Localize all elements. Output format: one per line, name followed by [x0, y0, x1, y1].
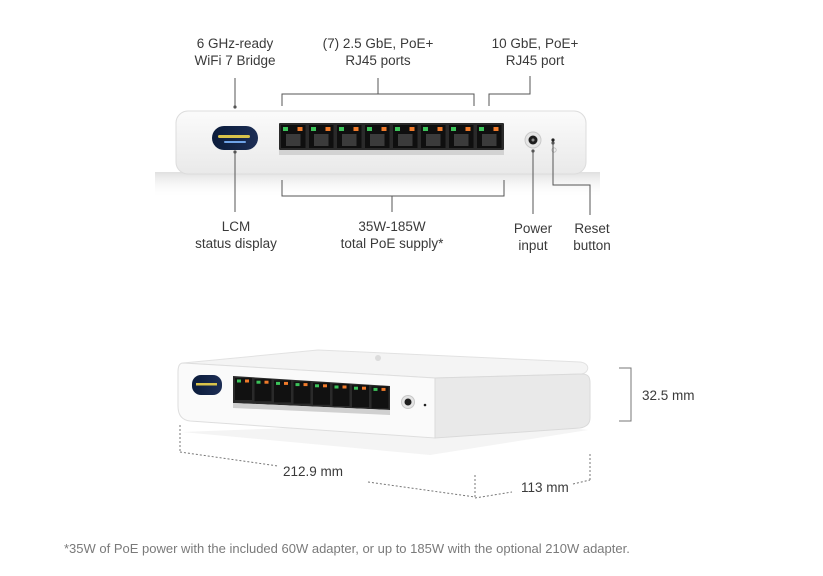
front-port-label-strip: [279, 150, 504, 155]
port-led: [465, 127, 471, 131]
callout-25gbe-ports: (7) 2.5 GbE, PoE+ RJ45 ports: [303, 35, 453, 69]
port-led: [339, 127, 344, 131]
callout-25gbe-ports-line1: (7) 2.5 GbE, PoE+: [322, 36, 434, 51]
rj45-port: [393, 125, 418, 148]
callout-power-input: Power input: [503, 220, 563, 254]
footnote: *35W of PoE power with the included 60W …: [64, 541, 630, 556]
rj45-port: [371, 386, 389, 409]
port-led: [381, 127, 387, 131]
callout-reset-button-line2: button: [573, 238, 611, 253]
port-led: [256, 380, 261, 384]
callout-power-input-line2: input: [518, 238, 548, 253]
callout-lcm: LCM status display: [176, 218, 296, 252]
port-led: [297, 127, 303, 131]
perspective-port-strip: [233, 403, 390, 415]
callout-25gbe-ports-line2: RJ45 ports: [345, 53, 411, 68]
callout-wifi-bridge: 6 GHz-ready WiFi 7 Bridge: [175, 35, 295, 69]
rj45-port: [254, 379, 272, 402]
callout-10gbe-port-line2: RJ45 port: [505, 53, 565, 68]
perspective-reset-hole: [423, 403, 427, 407]
port-led: [334, 385, 339, 389]
port-led: [264, 380, 269, 384]
rj45-port: [332, 384, 350, 406]
port-led: [325, 127, 331, 131]
callout-poe-supply: 35W-185W total PoE supply*: [322, 218, 462, 252]
power-jack: [524, 131, 542, 149]
callout-reset-button-line1: Reset: [574, 221, 610, 236]
callout-lcm-line2: status display: [195, 236, 277, 251]
callout-10gbe-port: 10 GbE, PoE+ RJ45 port: [475, 35, 595, 69]
perspective-port-block: [233, 376, 390, 410]
dimension-lines: [179, 367, 632, 499]
rj45-port: [337, 125, 362, 148]
port-led: [423, 127, 428, 131]
callout-poe-supply-line1: 35W-185W: [358, 219, 426, 234]
callout-10gbe-port-line1: 10 GbE, PoE+: [491, 36, 579, 51]
rj45-port: [313, 382, 330, 405]
rj45-port: [274, 380, 291, 403]
callout-power-input-line1: Power: [513, 221, 553, 236]
port-led: [395, 127, 400, 131]
callout-poe-supply-line2: total PoE supply*: [340, 236, 444, 251]
reset-hole: [551, 138, 557, 153]
port-led: [409, 127, 415, 131]
callout-lcm-line1: LCM: [221, 219, 251, 234]
port-led: [323, 384, 327, 388]
front-shadow: [155, 172, 600, 198]
callout-reset-button: Reset button: [562, 220, 622, 254]
port-led: [381, 387, 386, 391]
port-led: [283, 127, 288, 131]
port-led: [303, 383, 308, 387]
port-led: [245, 379, 249, 383]
perspective-power-jack: [401, 395, 415, 409]
port-led: [451, 127, 456, 131]
port-led: [479, 127, 484, 131]
front-view-device: [155, 110, 600, 198]
port-led: [493, 127, 499, 131]
port-led: [276, 381, 280, 385]
port-led: [295, 383, 300, 387]
rj45-port: [352, 385, 369, 408]
rj45-port: [421, 125, 446, 148]
front-port-block: [279, 123, 504, 150]
rj45-port: [365, 125, 390, 148]
dimension-height-label: 32.5 mm: [642, 388, 695, 403]
port-led: [367, 127, 372, 131]
port-led: [354, 386, 358, 390]
perspective-view-device: [177, 349, 591, 455]
port-led: [373, 387, 378, 391]
perspective-lcm: [192, 375, 222, 395]
rj45-port: [281, 125, 306, 148]
logo-mark: [375, 355, 381, 361]
dimension-depth-label: 113 mm: [521, 480, 569, 495]
rj45-port: [293, 381, 311, 404]
rj45-port: [449, 125, 474, 148]
rj45-port: [477, 125, 502, 148]
dimension-width-label: 212.9 mm: [283, 464, 344, 479]
port-led: [342, 385, 347, 389]
perspective-side: [434, 373, 591, 439]
rj45-port: [309, 125, 334, 148]
port-led: [362, 386, 366, 390]
port-led: [237, 379, 241, 383]
port-led: [353, 127, 359, 131]
rj45-port: [235, 378, 252, 400]
port-led: [284, 381, 288, 385]
port-led: [311, 127, 316, 131]
port-led: [315, 384, 319, 388]
callout-wifi-bridge-line2: WiFi 7 Bridge: [194, 53, 276, 68]
lcm-display: [212, 126, 258, 150]
callout-wifi-bridge-line1: 6 GHz-ready: [196, 36, 274, 51]
port-led: [437, 127, 443, 131]
front-leader-lines: [233, 76, 591, 215]
